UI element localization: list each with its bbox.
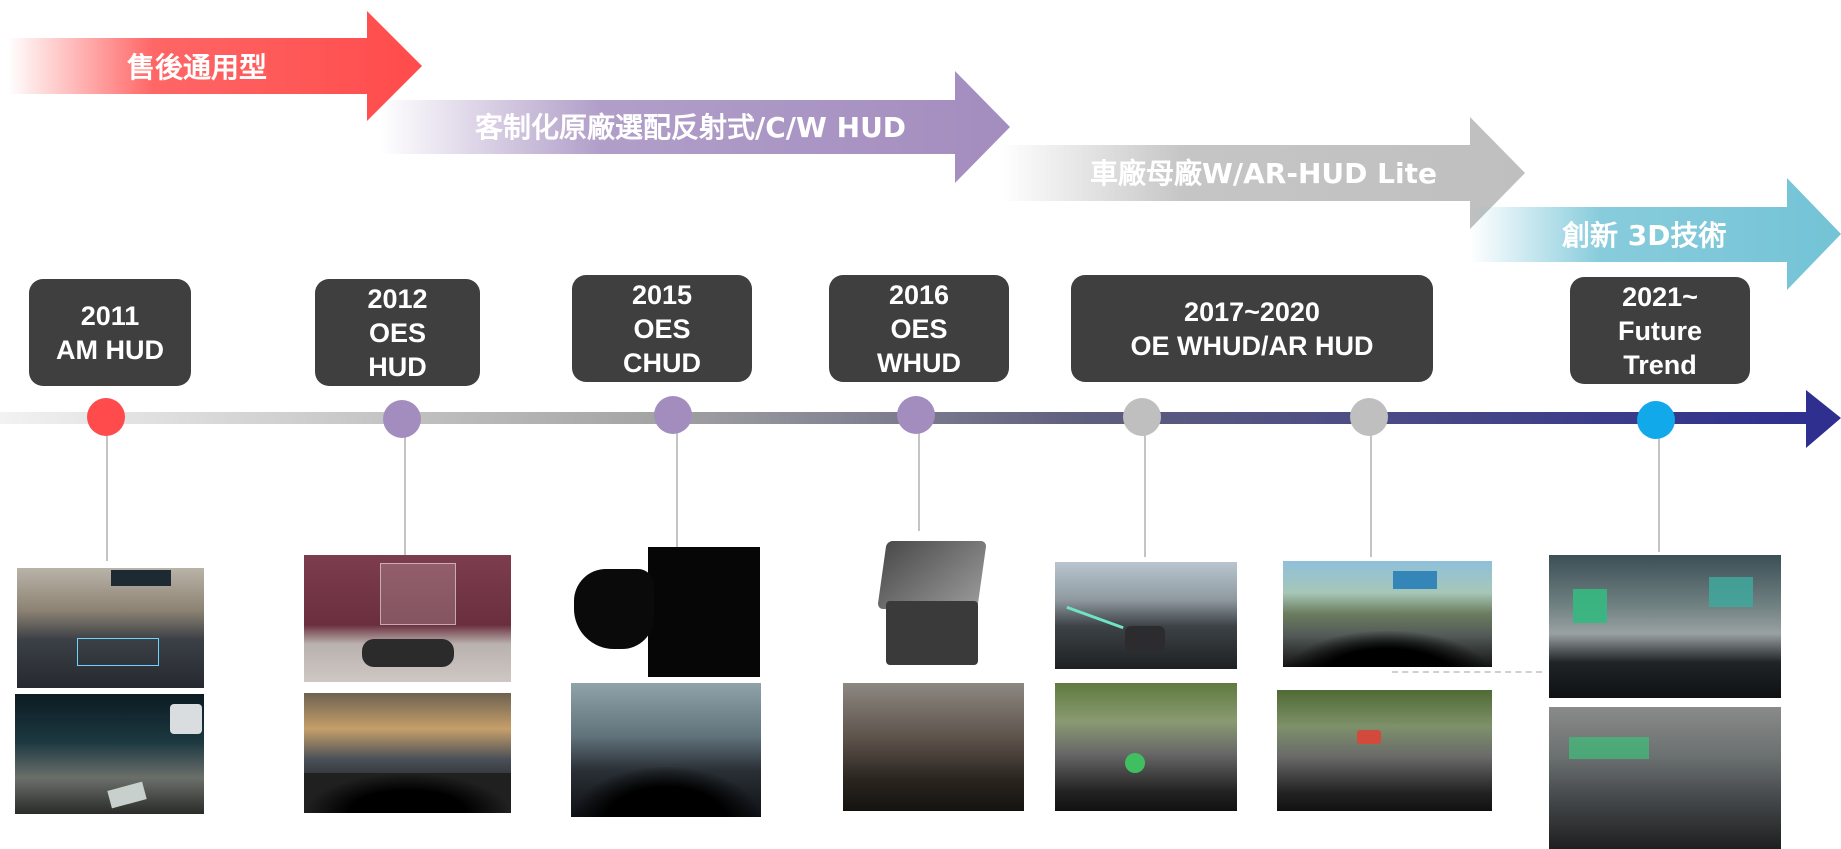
milestone-2015: 2015 OES CHUD [572, 275, 752, 382]
phase-label-3d-tech: 創新 3D技術 [1562, 219, 1727, 252]
milestone-2016-line-3: WHUD [877, 347, 961, 378]
milestone-2012: 2012 OES HUD [315, 279, 480, 386]
timeline-dot-2011 [87, 398, 125, 436]
photo-2015-windscreen [571, 683, 761, 817]
phase-arrow-cyan [1470, 178, 1841, 290]
milestone-2017-line-2: OE WHUD/AR HUD [1130, 330, 1374, 361]
milestone-2012-line-2: OES [368, 317, 427, 348]
milestone-2011: 2011 AM HUD [29, 279, 191, 386]
stem-2012 [404, 435, 406, 560]
timeline-dot-2021 [1637, 401, 1675, 439]
milestone-2011-line-1: 2011 [80, 300, 140, 331]
photo-2016-whud-unit [860, 537, 1000, 677]
milestone-2021-line-3: Trend [1623, 349, 1697, 380]
milestone-2015-line-1: 2015 [631, 279, 693, 310]
timeline-arrowhead [1806, 390, 1841, 448]
milestone-2021: 2021~ Future Trend [1570, 277, 1750, 384]
stem-2015 [676, 431, 678, 549]
milestone-2016-line-2: OES [890, 313, 948, 344]
timeline-dot-2012 [383, 400, 421, 438]
phase-label-aftermarket: 售後通用型 [127, 51, 268, 84]
phase-label-oe-whud: 車廠母廠W/AR-HUD Lite [1090, 157, 1437, 190]
milestone-2015-line-2: OES [633, 313, 691, 344]
milestone-2017-2020: 2017~2020 OE WHUD/AR HUD [1071, 275, 1433, 382]
milestone-2017-line-1: 2017~2020 [1184, 296, 1320, 327]
stem-2021 [1658, 437, 1660, 552]
photo-2012-dashboard-hud [304, 693, 511, 813]
stem-2011 [106, 435, 108, 561]
photo-2012-hud-device [304, 555, 511, 682]
stem-2019 [1370, 434, 1372, 557]
milestone-2012-line-1: 2012 [367, 283, 428, 314]
milestone-2016: 2016 OES WHUD [829, 275, 1009, 382]
dashed-connector [1392, 671, 1542, 673]
milestone-2016-line-1: 2016 [888, 279, 950, 310]
photo-2021-3d-cockpit [1549, 707, 1781, 849]
phase-arrow-gray [1000, 117, 1525, 229]
phase-arrow-red [8, 11, 422, 121]
stem-2016 [918, 431, 920, 531]
photo-2017-ar-highway [1055, 562, 1237, 669]
phase-arrows [8, 11, 1841, 290]
photo-2017-ar-navigation [1055, 683, 1237, 811]
photo-2017-ar-lane [1277, 690, 1492, 811]
timeline-dot-2019 [1350, 398, 1388, 436]
milestone-2011-line-2: AM HUD [56, 334, 164, 365]
photo-2021-3d-crosswalk [1549, 555, 1781, 698]
photo-2017-ar-hud-sign [1283, 561, 1492, 667]
timeline-dot-2015 [654, 396, 692, 434]
milestone-2021-line-1: 2021~ [1622, 281, 1698, 312]
milestone-2012-line-3: HUD [368, 351, 427, 382]
milestone-2015-line-3: CHUD [623, 347, 701, 378]
timeline-dot-2017 [1123, 398, 1161, 436]
photo-2011-city-ar [17, 568, 204, 688]
photo-2016-interior [843, 683, 1024, 811]
milestone-2021-line-2: Future [1618, 315, 1702, 346]
phase-arrow-purple [380, 71, 1010, 183]
photo-2015-combiner-dark [574, 547, 760, 677]
stem-2017 [1144, 434, 1146, 557]
timeline-dot-2016 [897, 396, 935, 434]
phase-label-oes-optional: 客制化原廠選配反射式/C/W HUD [475, 111, 907, 144]
photo-2011-road-display [15, 694, 204, 814]
